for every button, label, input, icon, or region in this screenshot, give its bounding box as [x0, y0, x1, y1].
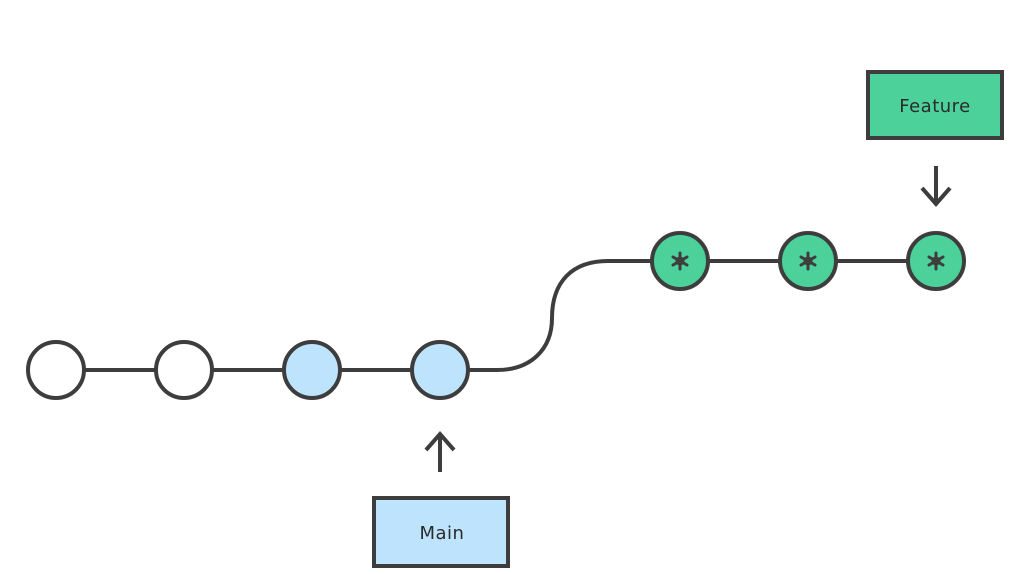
commit-edges — [84, 259, 908, 372]
commit-c3 — [282, 340, 342, 400]
feature-label: Feature — [899, 96, 971, 117]
asterisk-icon — [927, 251, 945, 271]
edge-branch-curve — [468, 259, 652, 372]
arrow-down-icon — [920, 166, 952, 208]
feature-label-box — [866, 70, 1004, 140]
asterisk-icon — [671, 251, 689, 271]
arrow-up-icon — [424, 430, 456, 472]
asterisk-icon — [799, 251, 817, 271]
commit-c2 — [154, 340, 214, 400]
feature-branch-pointer: Feature — [866, 70, 1004, 208]
commit-c1 — [26, 340, 86, 400]
main-label: Main — [420, 523, 465, 544]
commit-c4 — [410, 340, 470, 400]
main-branch-pointer: Main — [372, 430, 510, 568]
main-label-box — [372, 496, 510, 568]
commit-nodes — [26, 231, 966, 400]
